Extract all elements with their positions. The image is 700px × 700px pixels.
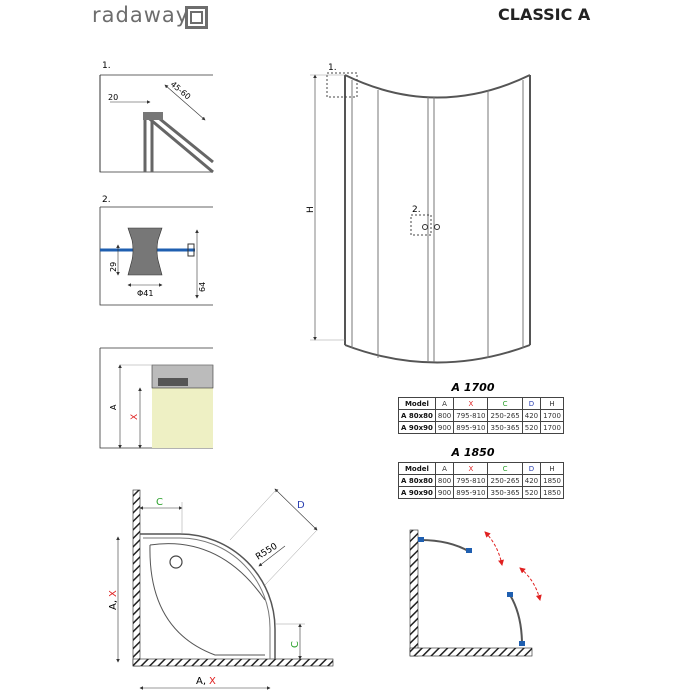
detail-2-label: 2. [102, 195, 111, 205]
plan-dim-x-left: X [108, 590, 119, 597]
col-d: D [521, 462, 542, 475]
cell: 1700 [540, 409, 564, 422]
plan-dim-a-bottom: A, [196, 676, 206, 687]
col-d: D [521, 397, 542, 410]
cell: 350-365 [487, 486, 523, 499]
col-h: H [540, 397, 564, 410]
cell: 420 [521, 474, 542, 487]
brand-logo-icon [185, 6, 208, 29]
detail-1-label: 1. [102, 61, 111, 71]
cell: 1700 [540, 421, 564, 434]
dim-h: H [306, 206, 316, 213]
table-row: A 80x80 800 795-810 250-265 420 1700 [398, 409, 564, 422]
cell: 250-265 [487, 474, 523, 487]
brand-logo-text: radaway [92, 3, 190, 27]
detail-3-dim-x: X [130, 414, 140, 420]
cell: 1850 [540, 486, 564, 499]
door-opening-diagram [409, 529, 542, 657]
table-title-a1850: A 1850 [451, 446, 495, 459]
detail-2-dim-41: Φ41 [137, 289, 153, 298]
col-a: A [434, 462, 455, 475]
col-c: C [487, 397, 523, 410]
spec-table-a1700: Model A X C D H A 80x80 800 795-810 250-… [398, 397, 564, 434]
detail-3-dim-a: A [109, 404, 118, 410]
detail-1: 1. 20 45-60 [99, 61, 214, 174]
col-model: Model [398, 462, 436, 475]
spec-table-a1850: Model A X C D H A 80x80 800 795-810 250-… [398, 462, 564, 499]
cell: 800 [434, 409, 455, 422]
detail-2-dim-64: 64 [198, 282, 207, 292]
svg-text:A,X: A, X [108, 590, 119, 610]
cell: 900 [434, 486, 455, 499]
cell: A 90x90 [398, 486, 436, 499]
plan-radius: R550 [254, 542, 279, 563]
cell: 350-365 [487, 421, 523, 434]
col-a: A [434, 397, 455, 410]
cell: 895-910 [453, 421, 489, 434]
cell: A 80x80 [398, 409, 436, 422]
detail-3: A X [99, 347, 214, 449]
plan-dim-d: D [297, 500, 305, 511]
cell: 900 [434, 421, 455, 434]
cell: 520 [521, 421, 542, 434]
svg-text:A,X: A,X [196, 676, 216, 687]
plan-dim-a-left: A, [108, 600, 119, 610]
detail-2: 2. 29 Φ41 64 [99, 195, 213, 306]
product-title: CLASSIC A [498, 5, 591, 24]
cell: 250-265 [487, 409, 523, 422]
callout-2: 2. [412, 205, 421, 215]
table-header-row: Model A X C D H [398, 462, 564, 475]
col-h: H [540, 462, 564, 475]
col-c: C [487, 462, 523, 475]
plan-dim-x-bottom: X [209, 676, 216, 687]
cell: 520 [521, 486, 542, 499]
front-view: 1. 2. H [306, 63, 531, 364]
cell: A 80x80 [398, 474, 436, 487]
col-model: Model [398, 397, 436, 410]
plan-dim-c: C [156, 497, 163, 508]
detail-2-dim-29: 29 [109, 262, 118, 272]
cell: 800 [434, 474, 455, 487]
cell: 420 [521, 409, 542, 422]
cell: 795-810 [453, 474, 489, 487]
cell: 795-810 [453, 409, 489, 422]
cell: 1850 [540, 474, 564, 487]
plan-dim-c2: C [290, 641, 301, 648]
cell: 895-910 [453, 486, 489, 499]
col-x: X [453, 462, 489, 475]
table-row: A 90x90 900 895-910 350-365 520 1850 [398, 486, 564, 499]
plan-view: C D R550 A,X A,X C [108, 488, 334, 690]
callout-1: 1. [328, 63, 337, 73]
cell: A 90x90 [398, 421, 436, 434]
col-x: X [453, 397, 489, 410]
table-row: A 90x90 900 895-910 350-365 520 1700 [398, 421, 564, 434]
table-header-row: Model A X C D H [398, 397, 564, 410]
detail-1-dim-20: 20 [108, 93, 118, 102]
table-row: A 80x80 800 795-810 250-265 420 1850 [398, 474, 564, 487]
table-title-a1700: A 1700 [451, 381, 495, 394]
